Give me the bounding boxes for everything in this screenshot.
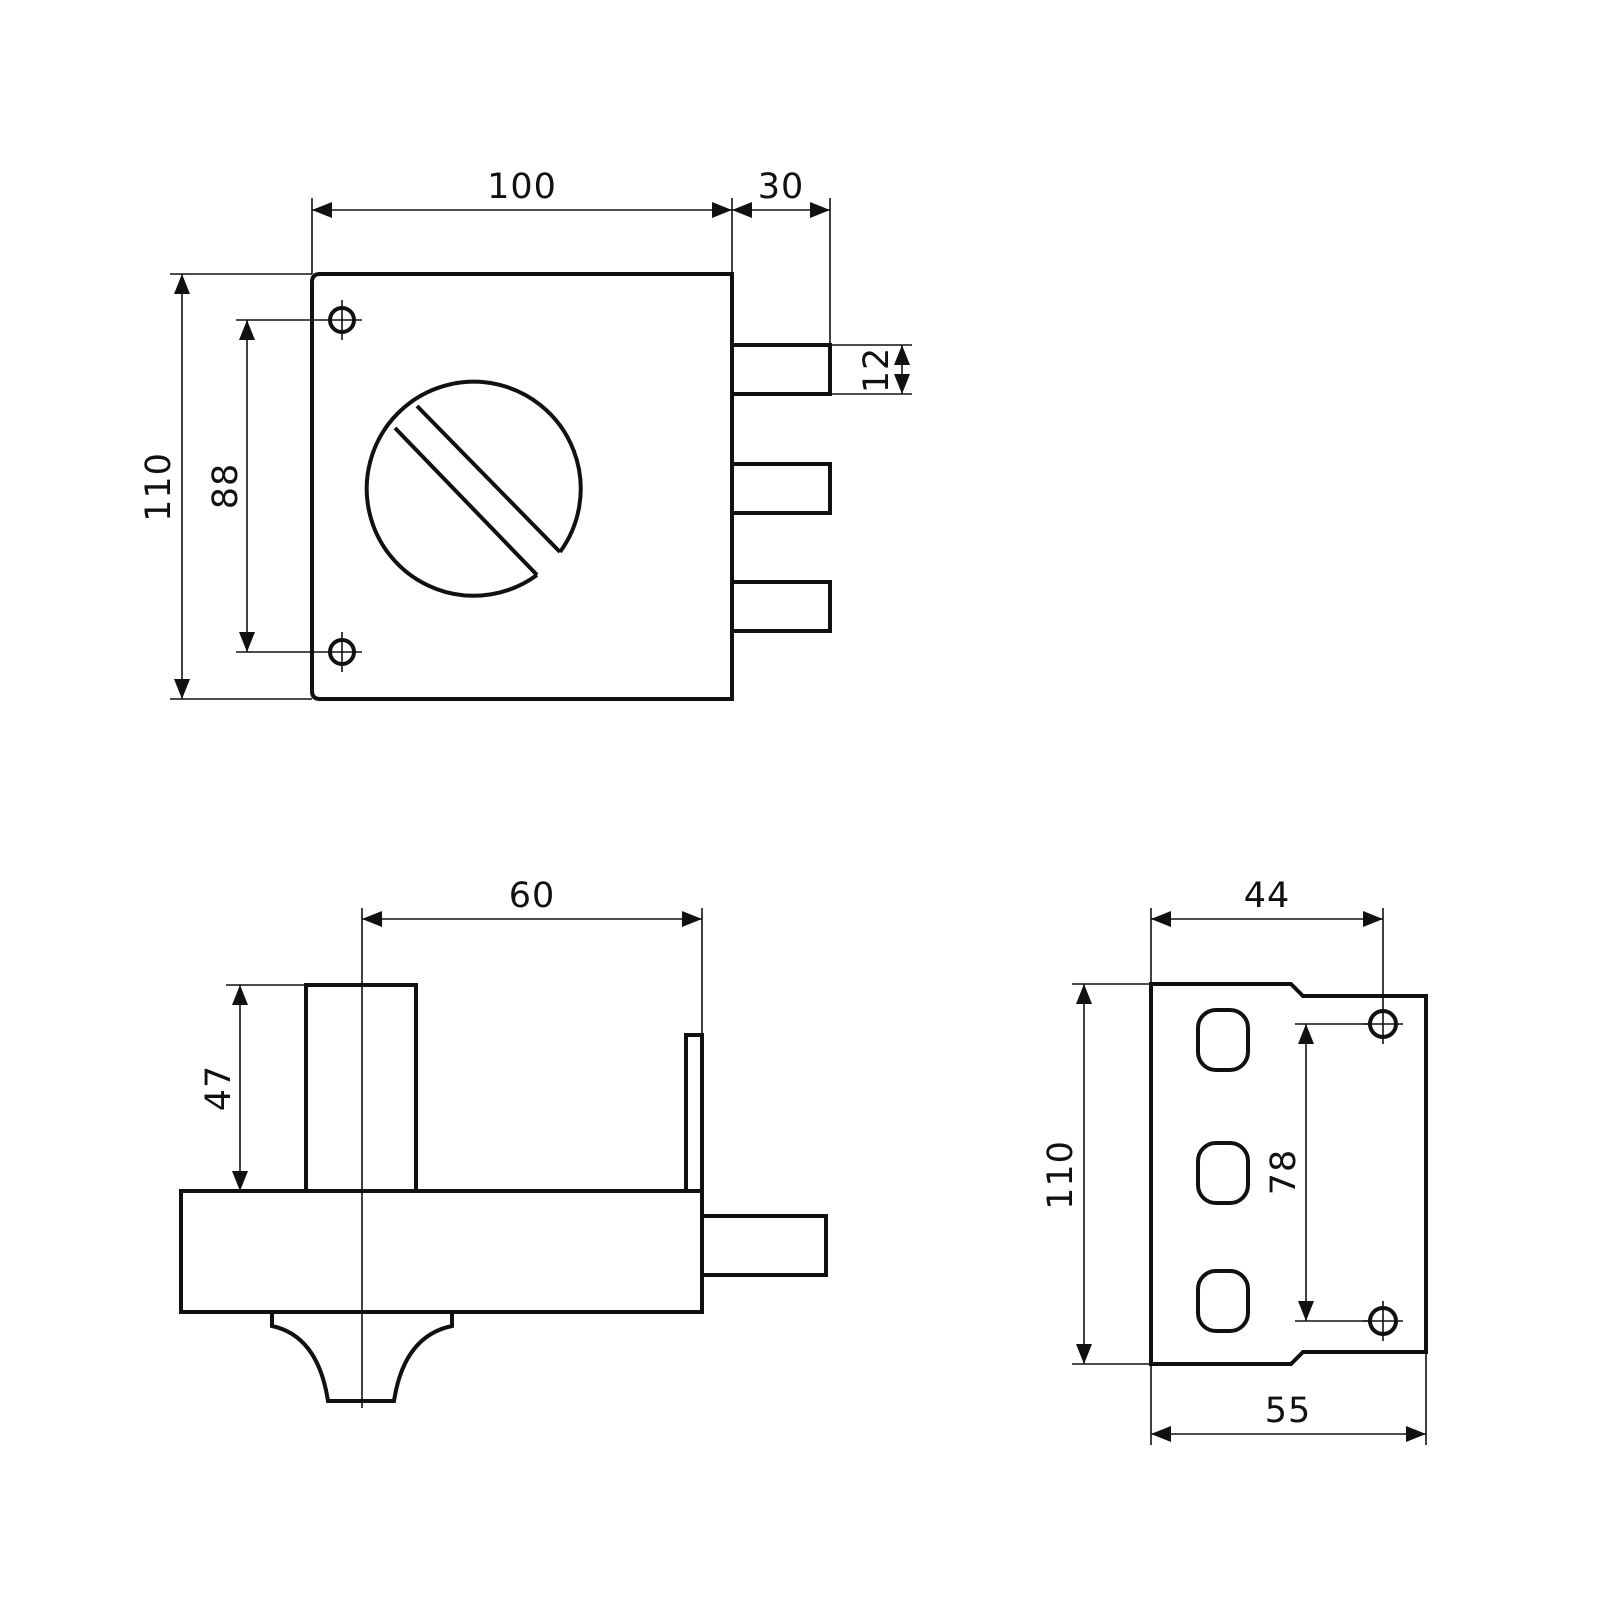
dimension-strike-hole-spacing: 78 — [1264, 1023, 1370, 1322]
bottom-mounting-hole-icon — [322, 632, 362, 672]
dim-label-strike-hole-spacing: 78 — [1264, 1149, 1304, 1196]
dim-label-bolt-height: 12 — [857, 347, 897, 394]
dim-label-side-height: 47 — [199, 1065, 239, 1112]
dimension-bolt-projection: 30 — [732, 167, 831, 345]
dim-label-strike-hole-offset: 44 — [1244, 876, 1291, 916]
dim-label-hole-spacing: 88 — [206, 463, 246, 510]
mounting-plate-edge — [684, 1033, 704, 1193]
dimension-strike-height: 110 — [1041, 983, 1151, 1365]
dim-label-strike-height: 110 — [1041, 1140, 1081, 1210]
dim-label-bolt-projection: 30 — [758, 167, 805, 207]
dim-label-front-width: 100 — [487, 167, 557, 207]
side-bolt — [700, 1214, 828, 1277]
handle-knob — [270, 1312, 454, 1403]
slot-middle — [1196, 1141, 1250, 1205]
dimension-bolt-height: 12 — [830, 344, 912, 395]
side-view: 60 47 — [179, 876, 828, 1408]
dimension-front-width: 100 — [311, 167, 733, 274]
dim-label-strike-width: 55 — [1265, 1391, 1312, 1431]
lock-body-outline — [310, 272, 734, 701]
dim-label-side-width: 60 — [509, 876, 556, 916]
strike-plate-view: 44 110 78 55 — [1041, 876, 1428, 1445]
bolt-top — [730, 343, 832, 396]
slotted-knob-icon — [364, 379, 583, 598]
top-mounting-hole-icon — [322, 300, 362, 340]
dimension-hole-spacing: 88 — [206, 319, 322, 653]
dimension-strike-hole-offset: 44 — [1150, 876, 1384, 1004]
dimension-strike-width: 55 — [1150, 1352, 1427, 1445]
bolt-bottom — [730, 580, 832, 633]
bolt-middle — [730, 462, 832, 515]
cylinder-housing — [304, 983, 418, 1193]
side-body — [179, 1189, 704, 1314]
slot-bottom — [1196, 1269, 1250, 1333]
dimension-front-height: 110 — [139, 273, 312, 700]
front-view: 100 30 110 88 — [139, 167, 912, 701]
dim-label-front-height: 110 — [139, 452, 179, 522]
dimension-side-width: 60 — [362, 876, 703, 1035]
dimension-side-height: 47 — [199, 984, 306, 1191]
slot-top — [1196, 1008, 1250, 1072]
